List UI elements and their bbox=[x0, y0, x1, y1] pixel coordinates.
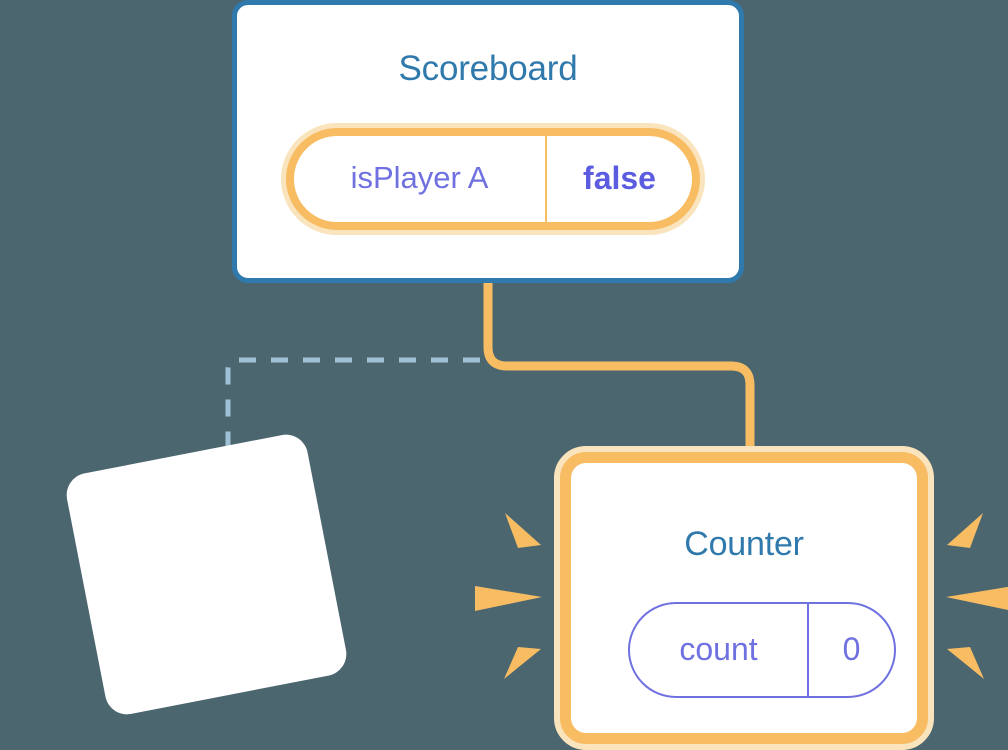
scoreboard-pill-value: false bbox=[583, 159, 656, 196]
counter-pill-key: count bbox=[630, 604, 809, 696]
scoreboard-card[interactable]: Scoreboard isPlayer A false bbox=[232, 0, 744, 283]
scoreboard-pill-body[interactable]: isPlayer A false bbox=[286, 128, 700, 230]
counter-rays-left bbox=[475, 513, 542, 679]
counter-card-glow bbox=[554, 446, 934, 750]
counter-title: Counter bbox=[684, 525, 804, 563]
scoreboard-state-pill[interactable]: isPlayer A false bbox=[281, 123, 705, 235]
counter-state-pill[interactable]: count 0 bbox=[628, 602, 896, 698]
counter-card-surface: Counter count 0 bbox=[560, 452, 928, 744]
counter-card[interactable]: Counter count 0 bbox=[554, 446, 934, 750]
dashed-connector bbox=[225, 357, 480, 480]
scoreboard-pill-key: isPlayer A bbox=[294, 136, 547, 222]
scoreboard-title: Scoreboard bbox=[398, 49, 578, 88]
counter-rays-right bbox=[946, 513, 1008, 679]
counter-pill-value: 0 bbox=[842, 630, 861, 667]
solid-connector bbox=[483, 283, 755, 460]
